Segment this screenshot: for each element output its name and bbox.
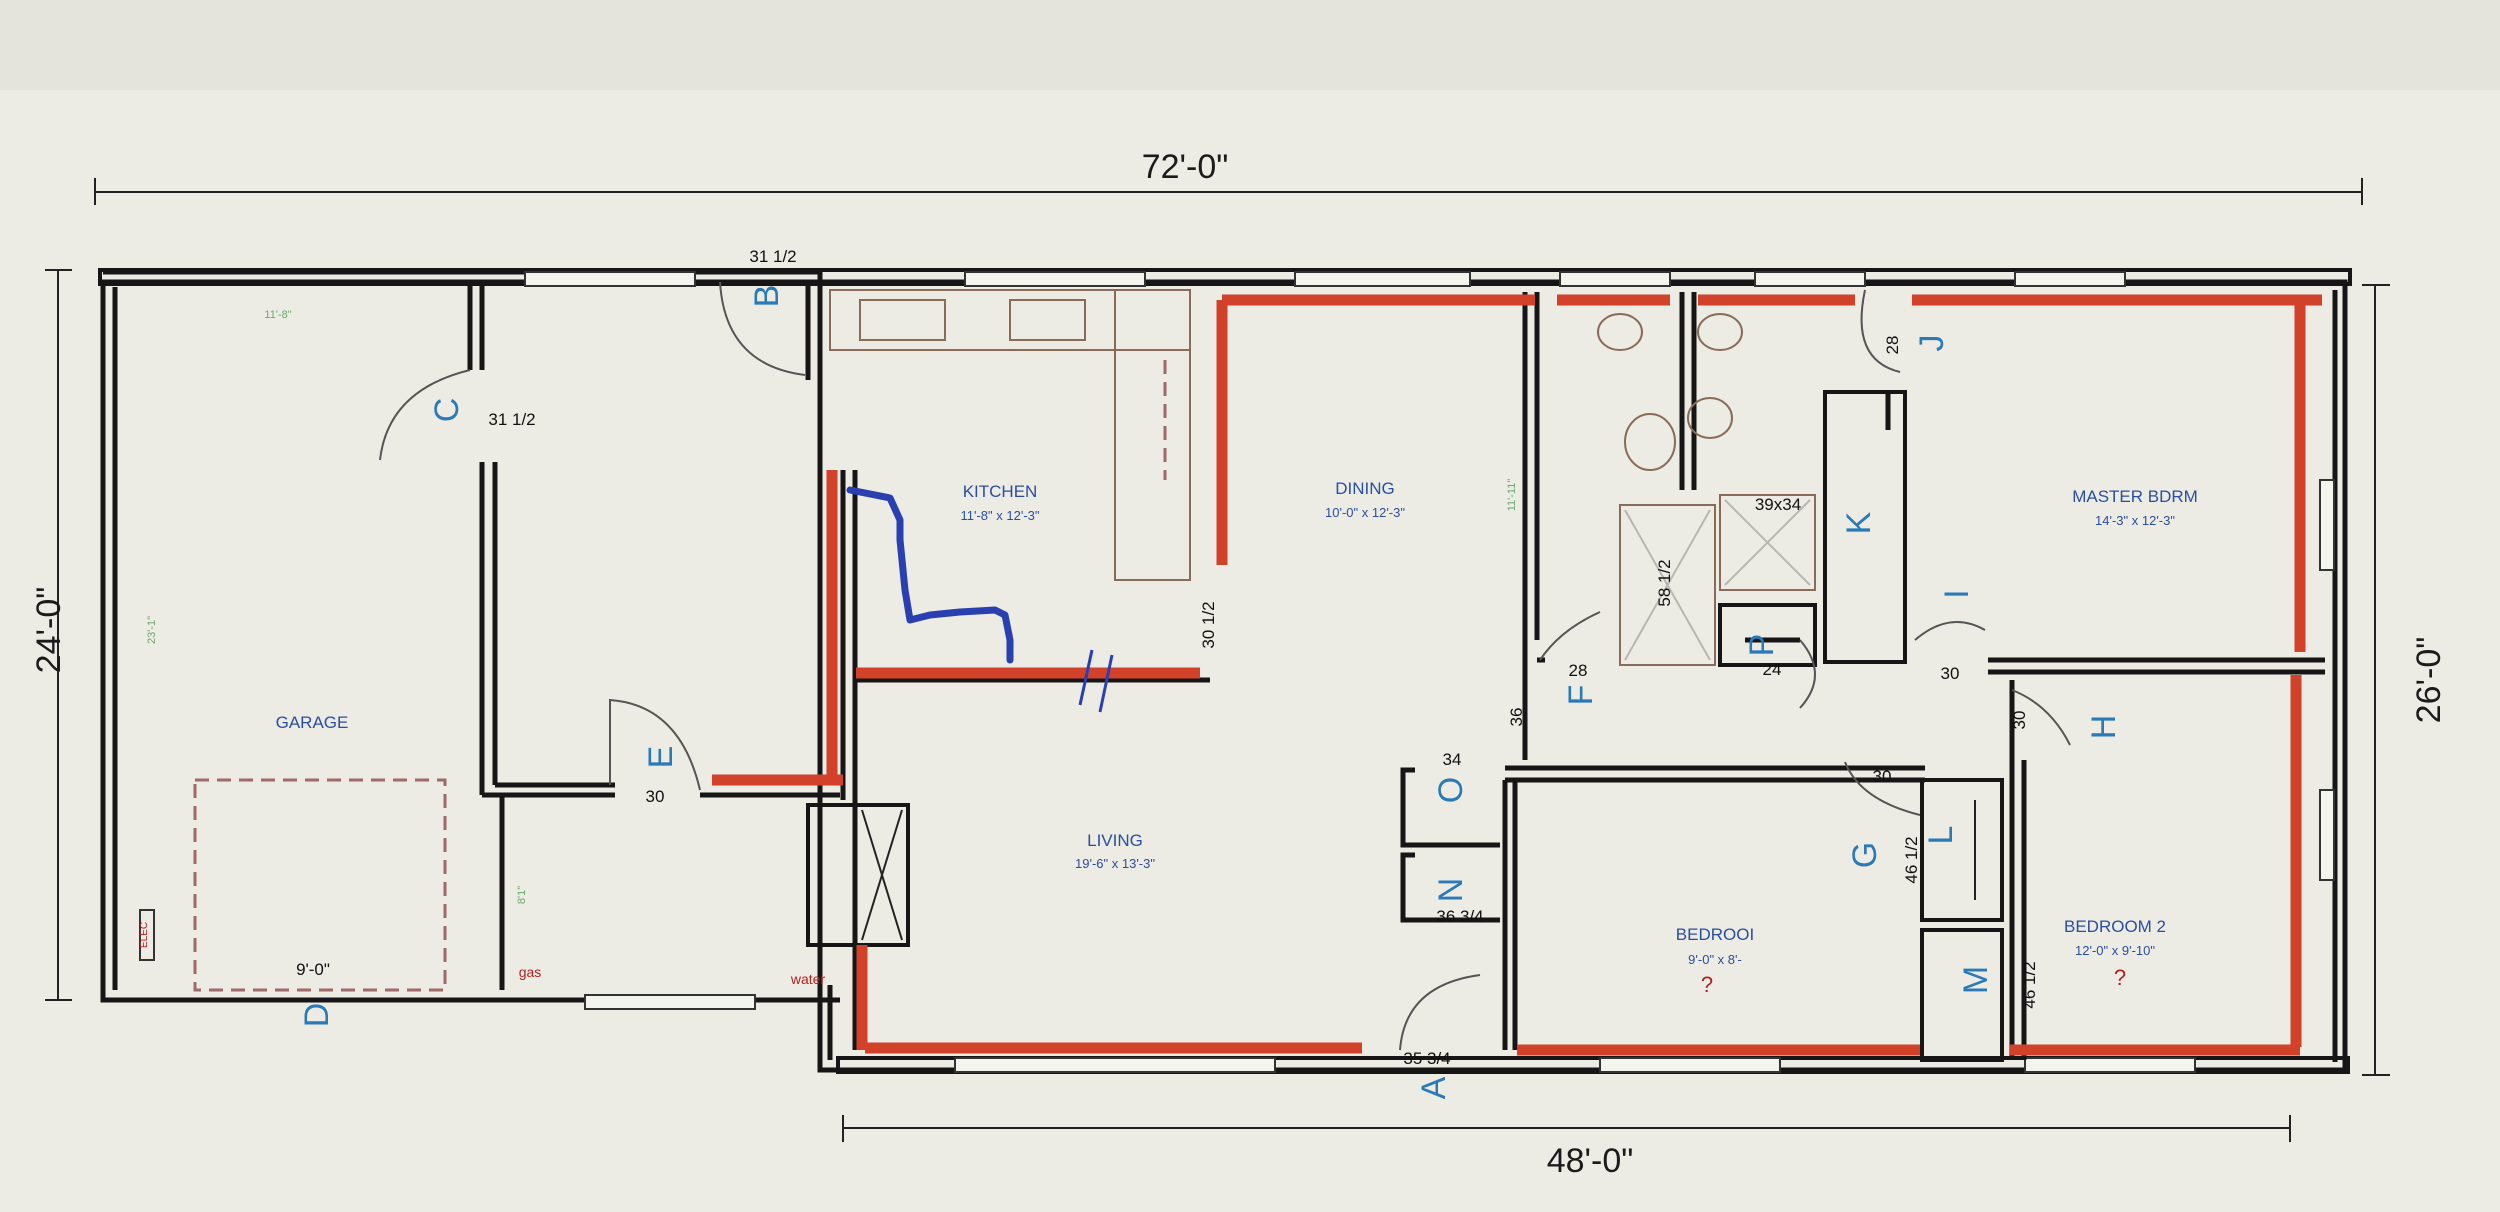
room-bedroom2-name: BEDROOM 2 <box>2064 917 2166 936</box>
kitchen-fixtures <box>829 289 1191 581</box>
door-F-measure: 28 <box>1569 661 1588 680</box>
door-A-measure: 35 3/4 <box>1403 1049 1450 1068</box>
door-M-letter: M <box>1957 966 1995 994</box>
door-J-measure: 28 <box>1883 336 1902 355</box>
exterior-walls <box>98 268 2352 1074</box>
door-M-measure: 46 1/2 <box>2020 961 2039 1008</box>
door-L-measure: 46 1/2 <box>1902 836 1921 883</box>
pen-tick-1 <box>1078 649 1094 706</box>
door-O-letter: O <box>1432 777 1470 803</box>
door-P-letter: P <box>1743 634 1781 657</box>
door-I-measure: 30 <box>1941 664 1960 683</box>
door-F-letter: F <box>1562 685 1600 706</box>
dimension-lines <box>45 178 2390 1142</box>
room-living-size: 19'-6" x 13'-3" <box>1075 856 1155 871</box>
door-N-measure: 36 3/4 <box>1436 907 1483 926</box>
room-master-name: MASTER BDRM <box>2072 487 2198 506</box>
door-E-measure: 30 <box>646 787 665 806</box>
room-kitchen-name: KITCHEN <box>963 482 1038 501</box>
door-O-measure: 34 <box>1443 750 1462 769</box>
room-dining-name: DINING <box>1335 479 1395 498</box>
room-dining-size: 10'-0" x 12'-3" <box>1325 505 1405 520</box>
question-mark-1: ? <box>1701 972 1713 997</box>
room-bedroom2-size: 12'-0" x 9'-10" <box>2075 943 2155 958</box>
water-label: water <box>790 971 826 987</box>
room-master-size: 14'-3" x 12'-3" <box>2095 513 2175 528</box>
room-kitchen-size: 11'-8" x 12'-3" <box>961 508 1040 523</box>
door-H-measure: 30 <box>2010 711 2029 730</box>
room-bedroom1-name: BEDROOI <box>1676 925 1754 944</box>
door-G-letter: G <box>1846 842 1884 868</box>
door-E-letter: E <box>642 746 680 769</box>
door-I-letter: I <box>1938 589 1976 598</box>
question-mark-2: ? <box>2114 965 2126 990</box>
door-A-letter: A <box>1415 1076 1453 1099</box>
pen-tick-2 <box>1098 654 1114 713</box>
door-N-letter: N <box>1432 878 1470 903</box>
door-B-measure: 31 1/2 <box>749 247 796 266</box>
windows <box>524 271 2335 1073</box>
door-swings <box>379 281 2071 1051</box>
door-L-letter: L <box>1922 826 1960 845</box>
room-bedroom1-size: 9'-0" x 8'- <box>1688 952 1742 967</box>
shower-measure: 58 1/2 <box>1655 559 1674 606</box>
door-C-letter: C <box>428 398 466 423</box>
gas-label: gas <box>519 964 542 980</box>
door-C-measure: 31 1/2 <box>488 410 535 429</box>
shower2-measure: 39x34 <box>1755 495 1801 514</box>
door-K-letter: K <box>1840 511 1878 534</box>
overall-width-label: 72'-0" <box>1142 148 1229 186</box>
dining-side-dim: 11'-11" <box>1506 479 1518 512</box>
door-J-letter: J <box>1913 335 1951 352</box>
door-G-measure: 30 <box>1873 767 1892 786</box>
pen-markup <box>846 486 1014 664</box>
elec-label: ELEC <box>139 922 150 948</box>
overall-depth-label: 24'-0" <box>30 587 68 674</box>
room-living-name: LIVING <box>1087 831 1143 850</box>
kitchen-opening-measure: 30 1/2 <box>1199 601 1218 648</box>
garage-parking-outline <box>193 778 447 992</box>
garage-side-dim: 23'-1" <box>146 616 158 644</box>
highlighted-walls <box>712 294 2322 1056</box>
door-D-letter: D <box>298 1003 336 1028</box>
elec-panel <box>139 909 155 961</box>
garage-door-width: 9'-0" <box>296 960 330 979</box>
utility-side-dim: 8'1" <box>516 886 528 904</box>
house-width-label: 48'-0" <box>1547 1142 1634 1180</box>
door-P-measure: 24 <box>1763 660 1782 679</box>
house-depth-label: 26'-0" <box>2410 637 2448 724</box>
room-garage-name: GARAGE <box>276 713 349 732</box>
bath-fixtures <box>1597 313 1816 666</box>
door-H-letter: H <box>2085 715 2123 740</box>
dining-opening-measure: 36 <box>1507 708 1526 727</box>
interior-walls <box>467 285 2325 1062</box>
door-B-letter: B <box>748 285 786 308</box>
garage-top-dim: 11'-8" <box>264 309 291 321</box>
